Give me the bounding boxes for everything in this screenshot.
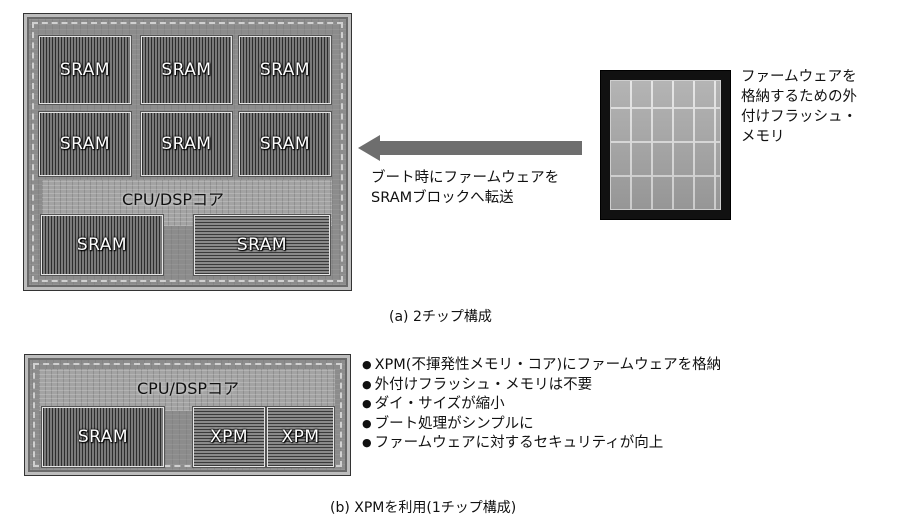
xpm-label: XPM — [281, 427, 320, 447]
core-label: CPU/DSPコア — [122, 190, 225, 209]
note-line: ブート時にファームウェアを — [371, 170, 560, 186]
flash-memory-die — [600, 70, 731, 220]
sram-block: SRAM — [38, 35, 132, 105]
sram-block: SRAM — [40, 214, 164, 276]
list-item: ファームウェアに対するセキュリティが向上 — [362, 434, 721, 454]
sram-block: SRAM — [238, 111, 332, 177]
caption-b: (b) XPMを利用(1チップ構成) — [330, 500, 517, 516]
sram-block: SRAM — [41, 406, 165, 468]
list-item: ブート処理がシンプルに — [362, 415, 721, 435]
sram-block: SRAM — [140, 111, 233, 177]
sram-label: SRAM — [76, 235, 128, 255]
sram-label: SRAM — [161, 60, 212, 80]
caption-a: (a) 2チップ構成 — [389, 309, 492, 325]
sram-label: SRAM — [59, 60, 111, 80]
note-line: SRAMブロックへ転送 — [371, 190, 514, 206]
sram-label: SRAM — [259, 60, 311, 80]
sram-block: SRAM — [193, 214, 331, 276]
cpu-dsp-core — [39, 369, 335, 411]
transfer-arrow-head — [358, 135, 380, 161]
xpm-block: XPM — [192, 406, 266, 468]
core-label: CPU/DSPコア — [137, 379, 240, 398]
note-line: 格納するための外 — [741, 89, 857, 105]
note-line: 付けフラッシュ・ — [741, 109, 857, 125]
sram-label: SRAM — [259, 134, 311, 154]
chip-a-die: CPU/DSPコア SRAM SRAM SRAM SRAM SRAM SRAM … — [23, 13, 352, 291]
list-item: XPM(不揮発性メモリ・コア)にファームウェアを格納 — [362, 356, 722, 376]
boot-transfer-note: ブート時にファームウェアを SRAMブロックへ転送 — [371, 168, 559, 208]
chip-b-die: CPU/DSPコア SRAM XPM XPM — [24, 354, 351, 476]
xpm-benefits-list: XPM(不揮発性メモリ・コア)にファームウェアを格納 外付けフラッシュ・メモリは… — [362, 356, 722, 454]
flash-note: ファームウェアを 格納するための外 付けフラッシュ・ メモリ — [741, 67, 857, 147]
sram-block: SRAM — [238, 35, 332, 105]
transfer-arrow-shaft — [378, 141, 582, 155]
sram-block: SRAM — [38, 111, 132, 177]
sram-label: SRAM — [236, 235, 288, 255]
sram-label: SRAM — [161, 134, 212, 154]
xpm-block: XPM — [266, 406, 335, 468]
sram-block: SRAM — [140, 35, 233, 105]
list-item: ダイ・サイズが縮小 — [362, 395, 721, 415]
sram-label: SRAM — [59, 134, 111, 154]
note-line: ファームウェアを — [741, 69, 857, 85]
xpm-label: XPM — [209, 427, 249, 447]
note-line: メモリ — [741, 129, 785, 145]
list-item: 外付けフラッシュ・メモリは不要 — [362, 376, 721, 396]
sram-label: SRAM — [77, 427, 129, 447]
flash-memory-array — [610, 80, 721, 210]
